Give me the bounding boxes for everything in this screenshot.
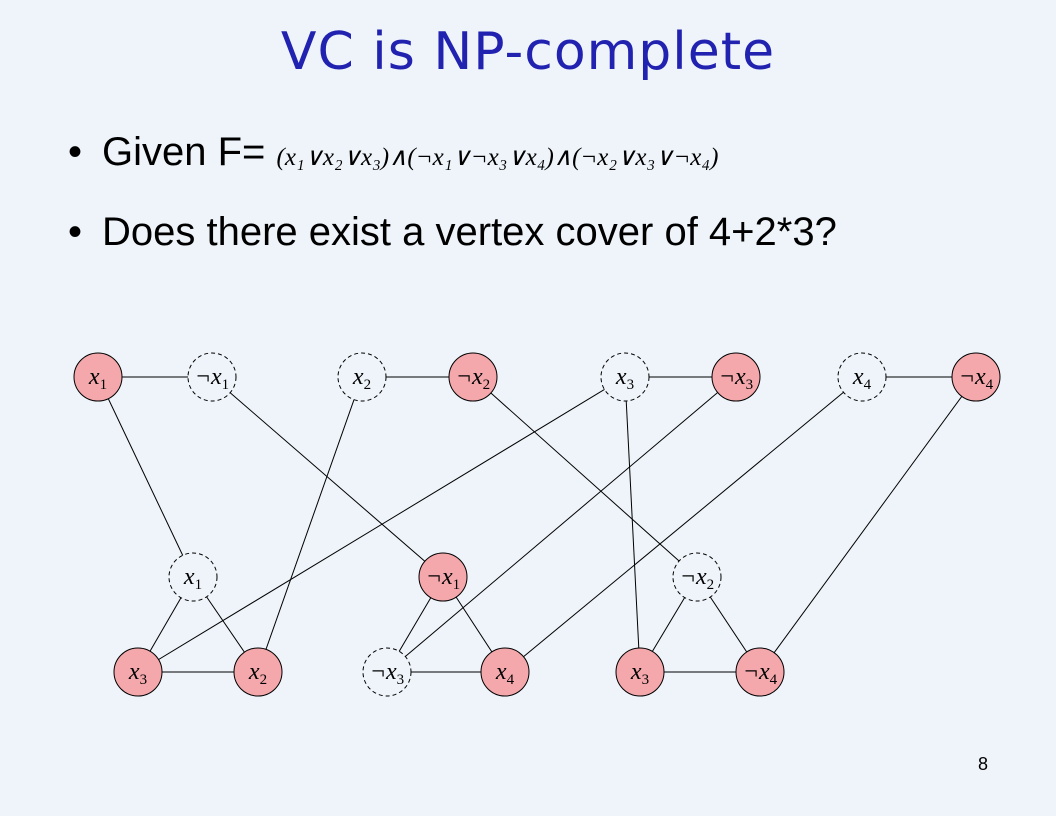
clause-node-c3a: ¬x2 — [672, 552, 722, 602]
variable-node-v2n: ¬x2 — [448, 352, 498, 402]
bullet-given-formula: • Given F= (x₁∨x₂∨x₃)∧(¬x₁∨¬x₃∨x₄)∧(¬x₂∨x… — [68, 130, 718, 175]
node-label: x3 — [615, 364, 634, 393]
node-label: ¬x3 — [370, 659, 404, 688]
variable-node-v3n: ¬x3 — [711, 352, 761, 402]
cnf-formula: (x₁∨x₂∨x₃)∧(¬x₁∨¬x₃∨x₄)∧(¬x₂∨x₃∨¬x₄) — [276, 144, 719, 171]
bullet-dot: • — [68, 130, 83, 174]
edge-v1-c1a — [97, 376, 194, 578]
node-circle — [480, 647, 530, 697]
clause-node-c1b: x3 — [113, 647, 163, 697]
edge-v4-c2c — [504, 376, 863, 673]
node-label: x2 — [352, 364, 371, 393]
node-circle — [168, 552, 218, 602]
clause-node-c1a: x1 — [168, 552, 218, 602]
node-label: ¬x4 — [743, 659, 778, 688]
edge-v1n-c2a — [211, 376, 444, 578]
node-circle — [187, 352, 237, 402]
edge-v3-c1b — [137, 376, 626, 673]
edge-v3n-c2b — [386, 376, 737, 673]
node-circle — [233, 647, 283, 697]
node-label: ¬x4 — [959, 364, 994, 393]
node-circle — [951, 352, 1001, 402]
node-circle — [837, 352, 887, 402]
node-circle — [600, 352, 650, 402]
edges-layer — [97, 376, 977, 673]
bullet-question: • Does there exist a vertex cover of 4+2*… — [68, 210, 837, 255]
node-label: ¬x2 — [456, 364, 490, 393]
edge-v2n-c3a — [472, 376, 698, 578]
node-circle — [615, 647, 665, 697]
clause-node-c2a: ¬x1 — [418, 552, 468, 602]
node-circle — [672, 552, 722, 602]
node-circle — [418, 552, 468, 602]
variable-node-v4n: ¬x4 — [951, 352, 1001, 402]
node-circle — [711, 352, 761, 402]
variable-node-v4: x4 — [837, 352, 887, 402]
node-label: ¬x2 — [680, 564, 714, 593]
slide-title: VC is NP-complete — [280, 22, 776, 82]
clause-node-c2b: ¬x3 — [362, 647, 412, 697]
clause-node-c2c: x4 — [480, 647, 530, 697]
variable-node-v1n: ¬x1 — [187, 352, 237, 402]
variable-node-v1: x1 — [73, 352, 123, 402]
node-label: x2 — [248, 659, 267, 688]
node-label: x4 — [852, 364, 872, 393]
clause-node-c1c: x2 — [233, 647, 283, 697]
node-label: x3 — [128, 659, 147, 688]
node-circle — [73, 352, 123, 402]
node-circle — [362, 647, 412, 697]
bullet-dot: • — [68, 210, 83, 254]
node-label: x1 — [88, 364, 107, 393]
variable-node-v3: x3 — [600, 352, 650, 402]
edge-v2-c1c — [257, 376, 363, 673]
nodes-layer: x1 ¬x1 x2 ¬x2 x3 ¬x3 x4 ¬x4 x1 x3 x2 ¬x1 ¬x3 x4 ¬x2 x3 ¬… — [73, 352, 1001, 697]
node-label: x4 — [495, 659, 515, 688]
clause-node-c3b: x3 — [615, 647, 665, 697]
clause-node-c3c: ¬x4 — [735, 647, 785, 697]
edge-v3-c3b — [624, 376, 641, 673]
node-label: x1 — [183, 564, 202, 593]
variable-node-v2: x2 — [337, 352, 387, 402]
node-label: ¬x3 — [719, 364, 753, 393]
node-circle — [337, 352, 387, 402]
question-text: Does there exist a vertex cover of 4+2*3… — [102, 210, 837, 254]
node-label: ¬x1 — [195, 364, 229, 393]
node-circle — [448, 352, 498, 402]
edge-v4n-c3c — [759, 376, 977, 673]
node-circle — [735, 647, 785, 697]
node-circle — [113, 647, 163, 697]
node-label: ¬x1 — [426, 564, 460, 593]
page-number: 8 — [978, 754, 989, 774]
node-label: x3 — [630, 659, 649, 688]
given-prefix: Given F= — [102, 130, 277, 174]
